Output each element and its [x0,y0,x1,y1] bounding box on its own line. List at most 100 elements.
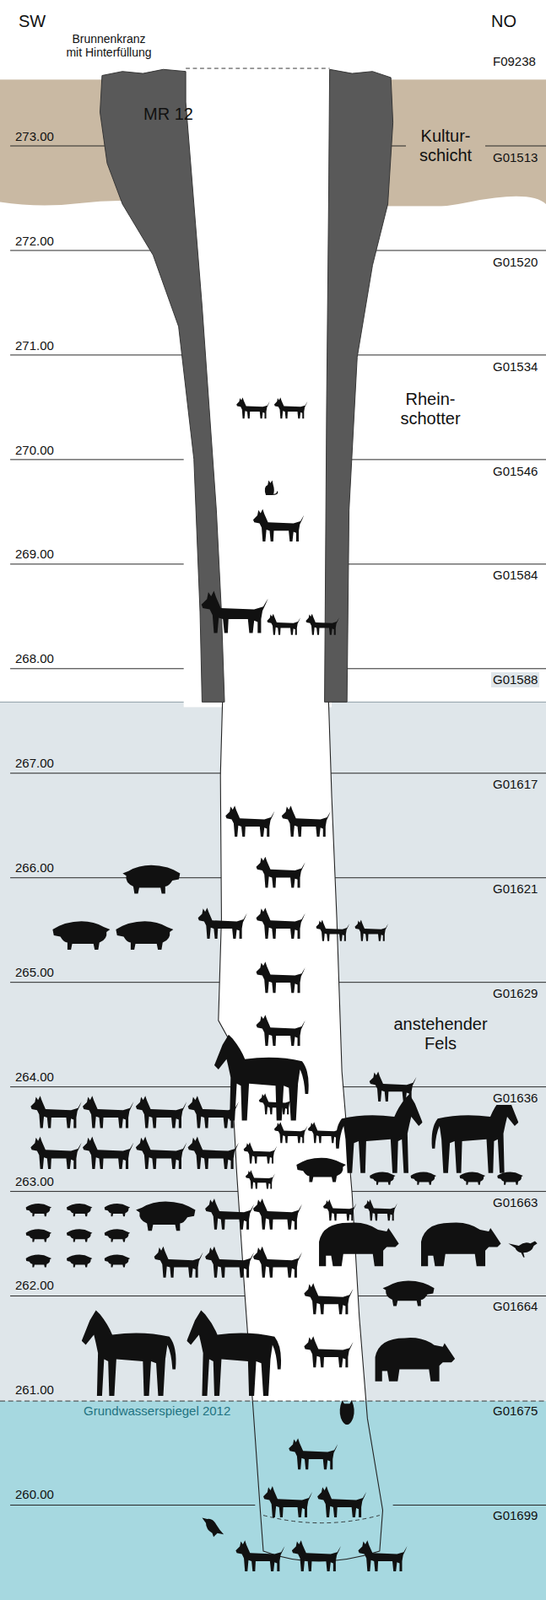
owl-silhouette [340,1400,355,1426]
dog-symbol [135,1137,187,1170]
pig-silhouette [104,1204,130,1217]
dog-silhouette [274,397,308,419]
elevation-label: 268.00 [13,651,56,666]
pig-silhouette [66,1204,92,1217]
pig-silhouette [26,1204,52,1217]
elevation-line [10,1505,255,1507]
dog-symbol [256,908,306,940]
horse-symbol [214,1035,309,1122]
dog-silhouette [303,1283,353,1315]
dog-silhouette [256,962,306,994]
dog-symbol [303,1283,353,1315]
horse-symbol [432,1094,519,1174]
layer-code: G01588 [491,672,540,687]
pig-silhouette [115,921,173,951]
horse-symbol [81,1310,177,1397]
dog-silhouette [288,1438,338,1471]
pig-symbol [104,1255,130,1269]
dog-silhouette [263,1486,313,1519]
dog-symbol [259,1093,292,1115]
dog-silhouette [256,908,306,940]
horse-silhouette [186,1310,282,1397]
elevation-line [393,1505,546,1507]
dog-symbol [82,1137,134,1170]
groundwater [0,1401,546,1600]
pig-silhouette [104,1229,130,1243]
pig-silhouette [26,1229,52,1243]
dog-symbol [198,908,248,940]
dog-symbol [288,1438,338,1471]
dog-symbol [317,1486,367,1519]
bear-silhouette [375,1338,456,1383]
crow-symbol [201,1519,224,1539]
horse-silhouette [335,1094,423,1174]
pig-symbol [122,865,180,895]
water-level-label: Grundwasserspiegel 2012 [81,1404,233,1419]
dog-symbol [30,1137,82,1170]
layer-code: G01636 [491,1091,540,1106]
elevation-label: 263.00 [13,1174,56,1190]
cat-silhouette [264,480,279,495]
dog-symbol [281,805,331,838]
horse-symbol [186,1310,282,1397]
pig-silhouette [104,1255,130,1269]
pig-silhouette [383,1281,435,1308]
layer-code: G01584 [491,567,540,583]
dog-silhouette [245,1170,276,1190]
layer-code: G01629 [491,986,540,1001]
dog-silhouette [305,614,339,636]
dog-symbol [256,1015,306,1047]
pig-symbol [410,1173,436,1186]
dog-silhouette [198,908,248,940]
layer-name: Kultur- schicht [405,126,486,166]
layer-code: G01534 [491,359,540,374]
dog-silhouette [281,805,331,838]
dog-symbol [256,857,306,889]
layer-code: G01664 [491,1299,540,1314]
elevation-label: 261.00 [13,1383,56,1398]
pig-silhouette [296,1158,346,1184]
dog-silhouette [205,1199,255,1231]
dog-silhouette [154,1247,204,1279]
dog-symbol [274,1122,308,1144]
pig-symbol [26,1204,52,1217]
dog-symbol [135,1096,187,1129]
dog-symbol [363,1200,397,1222]
structure-label: Brunnenkranz mit Hinterfüllung [62,32,156,60]
layer-code: G01675 [491,1404,540,1419]
elevation-label: 271.00 [13,338,56,353]
dog-silhouette [316,920,350,942]
dog-symbol [243,1142,277,1164]
dog-symbol [188,1096,239,1129]
dog-symbol [236,397,270,419]
pig-symbol [26,1255,52,1269]
pig-symbol [66,1204,92,1217]
elevation-label: 270.00 [13,443,56,458]
horse-silhouette [214,1035,309,1122]
elevation-label: 262.00 [13,1278,56,1293]
pig-silhouette [52,921,110,951]
dog-symbol [357,1540,407,1573]
pig-symbol [369,1173,395,1186]
dog-symbol [82,1096,134,1129]
elevation-label: 273.00 [13,129,56,144]
dog-silhouette [354,920,388,942]
dog-symbol [305,614,339,636]
elevation-label: 264.00 [13,1070,56,1085]
pig-silhouette [497,1173,523,1186]
dog-silhouette [317,1486,367,1519]
dog-symbol [245,1170,276,1190]
dog-symbol [263,1486,313,1519]
layer-name: Rhein- schotter [390,389,471,429]
layer-code: G01699 [491,1508,540,1524]
dog-silhouette [253,509,304,542]
layer-code: G01520 [491,254,540,270]
groundwater-level [0,1401,546,1403]
dog-silhouette [274,1122,308,1144]
pig-silhouette [135,1202,195,1233]
dog-symbol [205,1247,255,1279]
animal-finds [26,397,538,1573]
dog-symbol [235,1540,285,1573]
